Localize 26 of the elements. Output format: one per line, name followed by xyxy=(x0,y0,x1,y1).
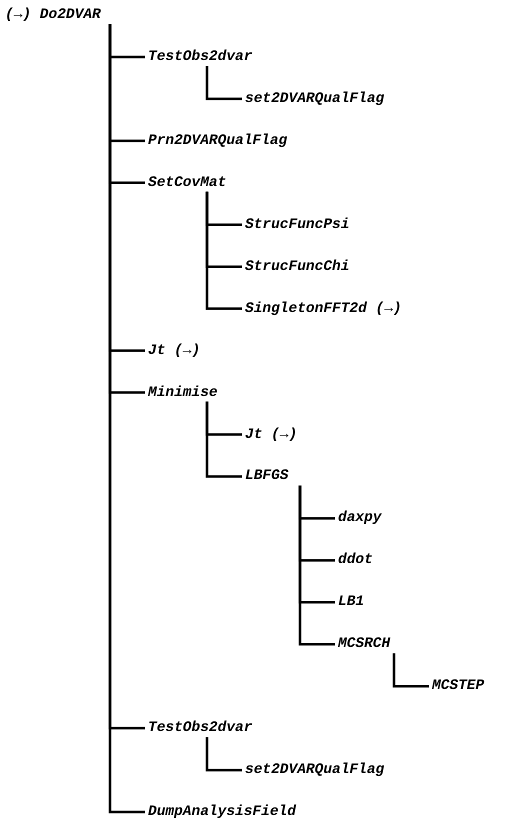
function-name: daxpy xyxy=(338,509,382,528)
function-name: MCSRCH xyxy=(338,635,390,654)
function-name: set2DVARQualFlag xyxy=(245,761,384,780)
function-name: LB1 xyxy=(338,593,364,612)
function-name: set2DVARQualFlag xyxy=(245,90,384,108)
function-name: TestObs2dvar xyxy=(148,719,252,738)
tree-connector xyxy=(206,66,242,100)
function-name: Prn2DVARQualFlag xyxy=(148,132,288,150)
function-name: TestObs2dvar xyxy=(148,48,252,66)
function-name: MCSTEP xyxy=(432,677,484,696)
tree-connector xyxy=(298,485,335,646)
function-name: ddot xyxy=(338,551,373,570)
function-name: StrucFuncChi xyxy=(245,258,350,276)
function-name: (→) Do2DVAR xyxy=(5,6,101,24)
function-name: DumpAnalysisField xyxy=(148,803,296,822)
function-name: Jt (→) xyxy=(245,426,298,444)
function-name: SingletonFFT2d (→) xyxy=(245,300,402,318)
tree-connector xyxy=(206,192,242,310)
function-name: StrucFuncPsi xyxy=(245,216,350,234)
tree-connector xyxy=(206,402,242,478)
tree-connector xyxy=(392,653,429,688)
function-name: SetCovMat xyxy=(148,174,226,192)
function-name: Minimise xyxy=(148,384,218,402)
tree-connector xyxy=(206,737,242,772)
function-name: Jt (→) xyxy=(148,342,200,360)
function-name: LBFGS xyxy=(245,467,289,486)
